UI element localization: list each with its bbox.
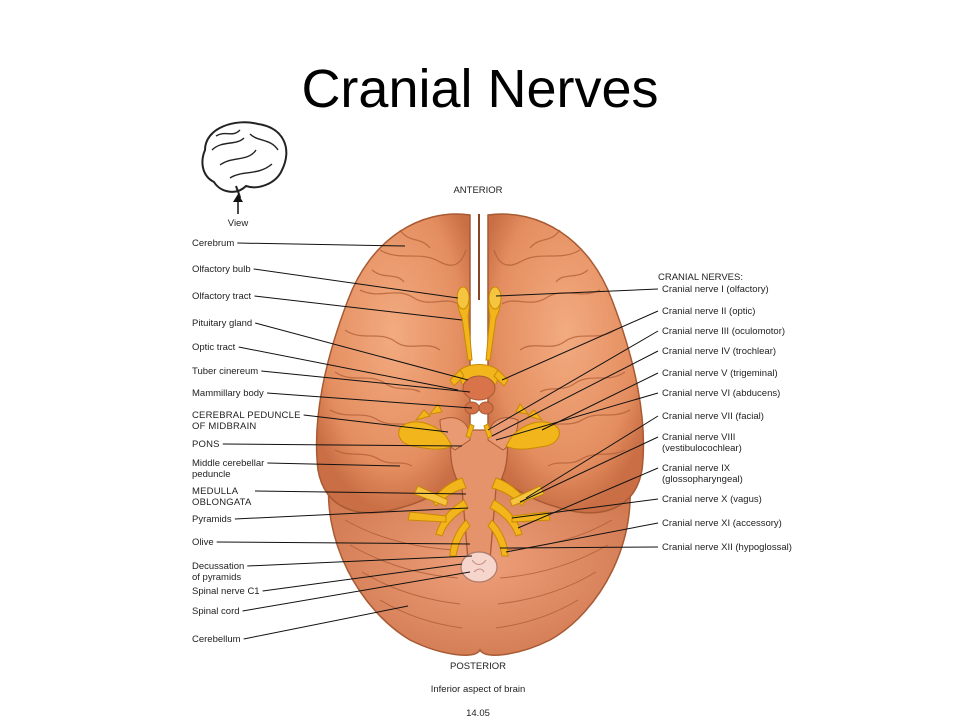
leader-spinal-cord	[242, 571, 471, 612]
spinal-cord-section	[460, 551, 498, 583]
view-label: View	[228, 218, 249, 229]
leader-tuber-cinereum	[261, 370, 471, 393]
leader-cn-4	[491, 350, 659, 437]
label-cn-1: Cranial nerve I (olfactory)	[662, 284, 769, 295]
leader-cn-10	[511, 498, 659, 519]
label-olive: Olive	[192, 537, 214, 548]
cranial-nerves-heading: CRANIAL NERVES:	[658, 272, 743, 283]
anterior-label: ANTERIOR	[453, 185, 502, 196]
leader-cn-5	[541, 372, 659, 431]
label-olfactory-tract: Olfactory tract	[192, 291, 251, 302]
leader-medulla-oblongata	[254, 490, 467, 495]
leader-optic-tract	[238, 346, 459, 391]
cranial-nerves-illustration	[398, 286, 560, 557]
label-olfactory-bulb: Olfactory bulb	[192, 264, 251, 275]
label-cn-6: Cranial nerve VI (abducens)	[662, 388, 780, 399]
leader-mammillary-body	[267, 392, 473, 409]
brain-illustration	[315, 213, 645, 656]
leader-cn-2	[501, 310, 659, 381]
leader-olfactory-bulb	[253, 268, 459, 299]
label-spinal-nerve-c1: Spinal nerve C1	[192, 586, 260, 597]
label-cn-11: Cranial nerve XI (accessory)	[662, 518, 782, 529]
leader-middle-cerebellar-peduncle	[267, 462, 401, 467]
leader-cerebrum	[237, 242, 406, 247]
leader-cn-3	[487, 330, 659, 431]
leader-cn-7	[525, 415, 659, 499]
right-hemisphere-shape	[487, 213, 645, 514]
label-cn-7: Cranial nerve VII (facial)	[662, 411, 764, 422]
label-cn-12: Cranial nerve XII (hypoglossal)	[662, 542, 792, 553]
label-cerebellum: Cerebellum	[192, 634, 241, 645]
page-title: Cranial Nerves	[301, 59, 659, 119]
label-mammillary-body: Mammillary body	[192, 388, 264, 399]
label-cn-2: Cranial nerve II (optic)	[662, 306, 755, 317]
label-cn-5: Cranial nerve V (trigeminal)	[662, 368, 778, 379]
leader-olive	[216, 541, 471, 545]
leader-cn-11	[505, 522, 659, 553]
view-arrow-icon	[233, 194, 243, 214]
label-optic-tract: Optic tract	[192, 342, 236, 353]
label-cn-3: Cranial nerve III (oculomotor)	[662, 326, 785, 337]
label-cn-8: Cranial nerve VIII(vestibulocochlear)	[662, 432, 742, 454]
label-cerebrum: Cerebrum	[192, 238, 234, 249]
leader-pons	[222, 443, 463, 447]
leader-cn-8	[519, 436, 659, 503]
leader-pituitary-gland	[255, 322, 469, 381]
label-cn-10: Cranial nerve X (vagus)	[662, 494, 762, 505]
figure-number: 14.05	[466, 708, 490, 719]
inset-brain-icon	[201, 121, 288, 199]
leader-cn-6	[495, 392, 659, 441]
leader-cerebellum	[243, 605, 409, 640]
leader-cn-1	[495, 288, 659, 297]
leader-olfactory-tract	[254, 295, 463, 321]
label-cn-9: Cranial nerve IX(glossopharyngeal)	[662, 463, 743, 485]
label-cn-4: Cranial nerve IV (trochlear)	[662, 346, 776, 357]
leader-cn-12	[499, 546, 659, 549]
figure-caption: Inferior aspect of brain	[431, 684, 526, 695]
leader-cn-9	[517, 467, 659, 529]
label-pyramids: Pyramids	[192, 514, 232, 525]
label-tuber-cinereum: Tuber cinereum	[192, 366, 258, 377]
leader-pyramids	[234, 507, 469, 520]
label-pons: PONS	[192, 439, 220, 450]
leader-cerebral-peduncle	[303, 414, 449, 433]
leader-lines	[216, 242, 659, 640]
leader-decussation	[247, 555, 473, 567]
posterior-label: POSTERIOR	[450, 661, 506, 672]
label-pituitary-gland: Pituitary gland	[192, 318, 252, 329]
label-spinal-cord: Spinal cord	[192, 606, 240, 617]
leader-spinal-nerve-c1	[262, 563, 463, 592]
right-labels: Cranial nerve I (olfactory) Cranial nerve…	[662, 284, 792, 553]
left-hemisphere-shape	[315, 213, 471, 514]
